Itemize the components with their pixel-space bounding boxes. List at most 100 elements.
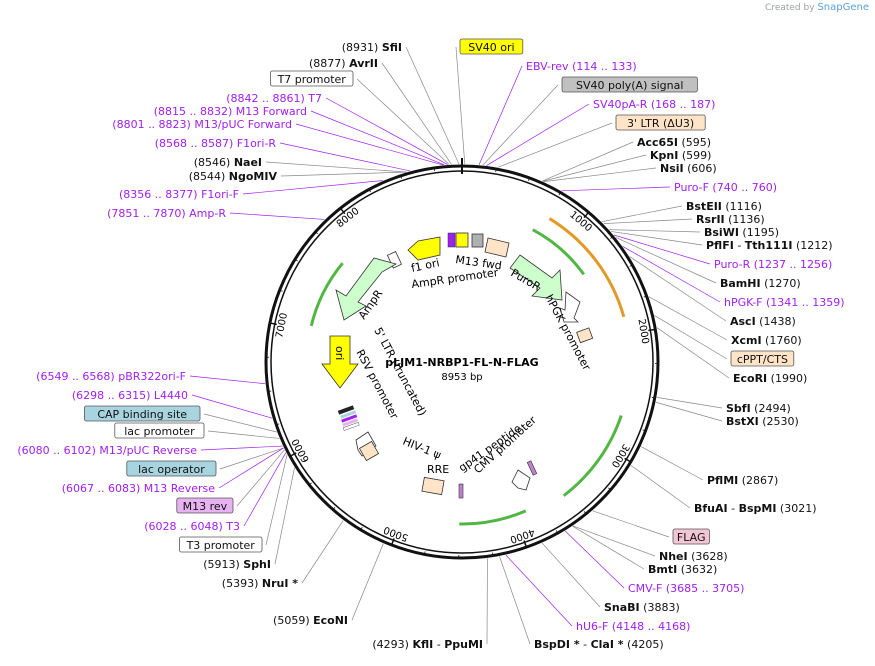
ngomiv-pos: (8544) — [189, 170, 229, 183]
label-puro-f[interactable]: Puro-F (740 .. 760) — [674, 181, 777, 194]
bsteii-name: BstEII — [686, 200, 722, 213]
rre-feature[interactable] — [421, 476, 445, 496]
bspdi-clai-text: BspDI * - ClaI * (4205) — [534, 638, 664, 651]
label-nhei[interactable]: NheI (3628) — [659, 550, 728, 563]
sv40-polya-feature[interactable] — [471, 233, 484, 248]
hpgk-promoter-arrow[interactable] — [559, 291, 581, 323]
label-hu6-f[interactable]: hU6-F (4148 .. 4168) — [576, 620, 690, 633]
ltr-truncated-feature[interactable] — [358, 440, 380, 462]
label-pflmi[interactable]: PflMI (2867) — [707, 474, 778, 487]
m13-fwd-feature[interactable] — [447, 232, 456, 248]
sv40-ori-feature[interactable] — [455, 232, 469, 248]
m13-reverse-name: M13 Reverse — [144, 482, 215, 495]
ampr-promoter-feature[interactable] — [386, 251, 403, 269]
label-sfii[interactable]: (8931) SfiI — [342, 41, 402, 54]
label-f1ori-r[interactable]: (8568 .. 8587) F1ori-R — [155, 137, 277, 150]
ori-arrow[interactable] — [321, 335, 359, 389]
gp41-feature[interactable] — [458, 483, 464, 499]
flag-feature[interactable] — [526, 460, 538, 476]
label-puro-r[interactable]: Puro-R (1237 .. 1256) — [714, 258, 832, 271]
leader-asci — [629, 256, 727, 322]
label-ngomiv[interactable]: (8544) NgoMIV — [189, 170, 278, 183]
bspdi-clai-name: BspDI * — [534, 638, 580, 651]
label-hpgk-f[interactable]: hPGK-F (1341 .. 1359) — [724, 296, 845, 309]
label-sv40pa-r[interactable]: SV40pA-R (168 .. 187) — [593, 98, 715, 111]
pflfi-tth111i-name: PflFI — [706, 239, 734, 252]
orf-orange-1 — [548, 217, 626, 318]
label-f1ori-f[interactable]: (8356 .. 8377) F1ori-F — [119, 188, 239, 201]
leader-nsii — [543, 167, 657, 182]
minor-tick — [424, 551, 426, 555]
cmv-promoter-arrow[interactable] — [511, 469, 531, 491]
label-sphi[interactable]: (5913) SphI — [203, 558, 271, 571]
ngomiv-name: NgoMIV — [229, 170, 278, 183]
label-t3[interactable]: (6028 .. 6048) T3 — [144, 520, 240, 533]
label-ecori[interactable]: EcoRI (1990) — [733, 372, 807, 385]
label-bsiwi[interactable]: BsiWI (1195) — [704, 226, 779, 239]
label-t7[interactable]: (8842 .. 8861) T7 — [226, 92, 322, 105]
label-naei[interactable]: (8546) NaeI — [194, 156, 262, 169]
label-bamhi[interactable]: BamHI (1270) — [720, 277, 801, 290]
label-m13-forward[interactable]: (8815 .. 8832) M13 Forward — [154, 105, 307, 118]
label-bfuai-bspmi[interactable]: BfuAI - BspMI (3021) — [694, 502, 817, 515]
label-cap-binding-site[interactable]: CAP binding site — [84, 405, 201, 422]
bfuai-bspmi-name2: BspMI — [739, 502, 777, 515]
label-l4440[interactable]: (6298 .. 6315) L4440 — [72, 389, 188, 402]
label-m13-rev[interactable]: M13 rev — [176, 497, 234, 514]
label-t3-promoter[interactable]: T3 promoter — [178, 536, 263, 553]
label-lac-promoter[interactable]: lac promoter — [114, 422, 205, 439]
ltr-du3-feature[interactable] — [484, 237, 510, 258]
label-kpni[interactable]: KpnI (599) — [650, 149, 711, 162]
label-rsrii[interactable]: RsrII (1136) — [696, 213, 765, 226]
label-econi[interactable]: (5059) EcoNI — [273, 614, 348, 627]
puror-arrow[interactable] — [509, 254, 563, 301]
leader-ebv-rev — [478, 65, 523, 165]
label-bmti[interactable]: BmtI (3632) — [648, 563, 717, 576]
label-nsii[interactable]: NsiI (606) — [660, 162, 717, 175]
ecori-text: EcoRI (1990) — [733, 372, 807, 385]
label-sbfi[interactable]: SbfI (2494) — [726, 402, 791, 415]
label-amp-r[interactable]: (7851 .. 7870) Amp-R — [107, 207, 226, 220]
label-acc65i[interactable]: Acc65I (595) — [637, 136, 711, 149]
leader-bsiwi — [609, 229, 701, 233]
label-t7-promoter[interactable]: T7 promoter — [269, 70, 354, 87]
label-sv40-polya[interactable]: SV40 poly(A) signal — [561, 76, 698, 93]
label-avrii[interactable]: (8877) AvrII — [309, 57, 378, 70]
label-snabi[interactable]: SnaBI (3883) — [604, 601, 680, 614]
label-cmv-f[interactable]: CMV-F (3685 .. 3705) — [628, 582, 744, 595]
label-lac-operator[interactable]: lac operator — [126, 460, 217, 477]
nhei-text: NheI (3628) — [659, 550, 728, 563]
leader-pflfi-tth111i — [610, 231, 703, 246]
label-flag[interactable]: FLAG — [672, 528, 710, 545]
label-ltr-du3[interactable]: 3' LTR (ΔU3) — [615, 114, 706, 131]
label-nrui[interactable]: (5393) NruI * — [222, 577, 298, 590]
label-pflfi-tth111i[interactable]: PflFI - Tth111I (1212) — [706, 239, 833, 252]
puro-f-name: Puro-F — [674, 181, 709, 194]
leader-nhei — [572, 525, 656, 557]
label-m13-puc-reverse[interactable]: (6080 .. 6102) M13/pUC Reverse — [17, 444, 197, 457]
label-asci[interactable]: AscI (1438) — [730, 315, 796, 328]
label-m13-reverse[interactable]: (6067 .. 6083) M13 Reverse — [62, 482, 215, 495]
pflfi-tth111i-sep: - — [734, 239, 745, 252]
ampr-arrow[interactable] — [335, 257, 398, 321]
label-sv40-ori[interactable]: SV40 ori — [459, 38, 524, 55]
label-ebv-rev[interactable]: EBV-rev (114 .. 133) — [526, 60, 637, 73]
m13-forward-text: (8815 .. 8832) M13 Forward — [154, 105, 307, 118]
sv40-ori-name: SV40 ori — [468, 41, 514, 54]
label-kfli-ppumi[interactable]: (4293) KflI - PpuMI — [372, 638, 483, 651]
label-m13-puc-forward[interactable]: (8801 .. 8823) M13/pUC Forward — [112, 118, 292, 131]
ltr-du3-box — [615, 114, 706, 131]
m13-reverse-pos: (6067 .. 6083) — [62, 482, 144, 495]
acc65i-name: Acc65I — [637, 136, 678, 149]
label-bstxi[interactable]: BstXI (2530) — [726, 415, 799, 428]
cppt-cts-feature[interactable] — [576, 327, 594, 344]
label-cppt-cts[interactable]: cPPT/CTS — [730, 350, 795, 367]
label-pbr322ori-f[interactable]: (6549 .. 6568) pBR322ori-F — [36, 370, 186, 383]
label-xcmi[interactable]: XcmI (1760) — [731, 334, 802, 347]
pflfi-tth111i-name2: Tth111I — [745, 239, 793, 252]
label-bsteii[interactable]: BstEII (1116) — [686, 200, 762, 213]
sv40pa-r-name: SV40pA-R — [593, 98, 648, 111]
f1-ori-arrow[interactable] — [407, 236, 441, 261]
econi-text: (5059) EcoNI — [273, 614, 348, 627]
label-bspdi-clai[interactable]: BspDI * - ClaI * (4205) — [534, 638, 664, 651]
